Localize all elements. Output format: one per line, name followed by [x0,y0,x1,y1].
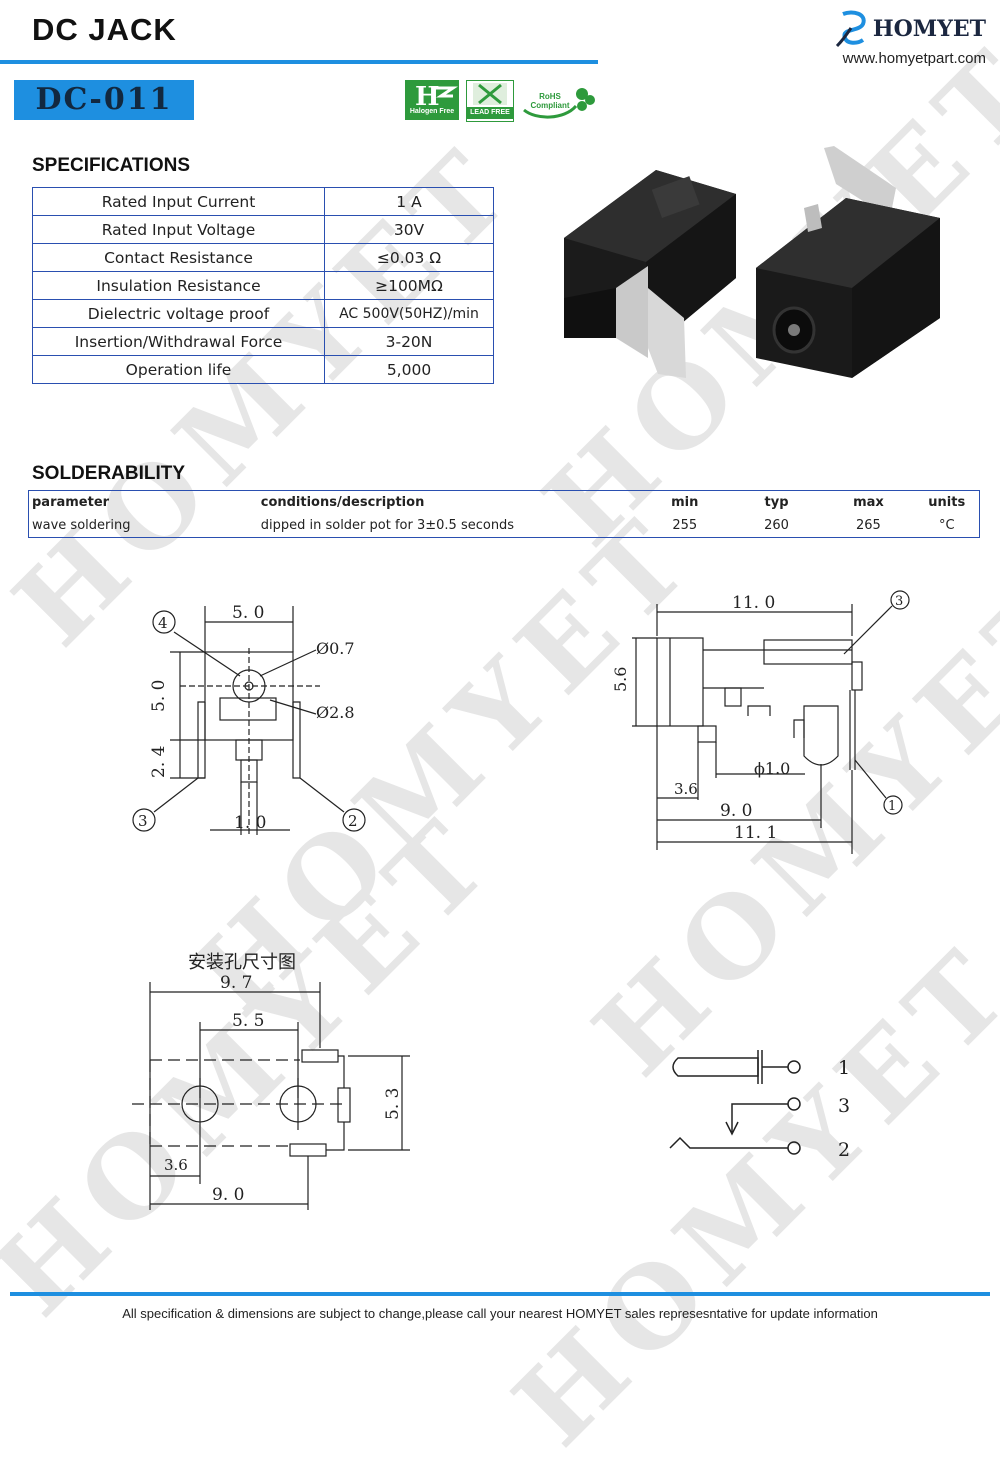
spec-value: 30V [324,215,494,244]
model-number: DC-011 [14,80,194,120]
front-view-drawing: 5. 0 5. 0 2. 4 1. 0 Ø0.7 Ø2.8 4 3 2 [132,603,366,835]
spec-row: Insulation Resistance≥100MΩ [32,271,494,300]
brand-logo-icon [835,10,866,48]
spec-value: AC 500V(50HZ)/min [324,299,494,328]
schem-pin-3: 3 [838,1095,850,1117]
spec-value: 3-20N [324,327,494,356]
watermark: HOMYET [489,919,1000,1470]
solder-cell: 255 [638,514,731,538]
dim-side-a: 3.6 [674,780,698,798]
solder-cell: dipped in solder pot for 3±0.5 seconds [257,514,639,538]
brand-name: HOMYET [872,16,986,42]
halogen-free-badge: H Halogen Free [405,80,459,120]
side-pin-3: 3 [895,594,903,609]
solder-col-header: typ [730,490,823,514]
spec-value: ≥100MΩ [324,271,494,300]
dim-side-height: 5.6 [611,667,630,692]
lead-free-icon [473,83,507,105]
spec-key: Rated Input Current [32,187,325,216]
dim-front-hole: Ø0.7 [316,639,355,658]
svg-text:H: H [415,82,440,110]
pcb-layout-drawing: 安装孔尺寸图 9. 7 5. 5 5. 3 3.6 9. 0 [132,952,410,1210]
solder-col-header: min [638,490,731,514]
rohs-label: RoHS Compliant [530,92,570,110]
lead-free-badge: LEAD FREE [466,80,514,122]
dim-side-b: 9. 0 [720,801,752,821]
solder-col-header: units [914,490,980,514]
dim-pcb-b: 9. 0 [212,1185,244,1205]
page-title: DC JACK [32,12,177,47]
solderability-heading: SOLDERABILITY [32,463,186,484]
spec-key: Insertion/Withdrawal Force [32,327,325,356]
dim-side-length: 11. 0 [732,593,775,613]
solder-cell: wave soldering [28,514,258,538]
spec-key: Insulation Resistance [32,271,325,300]
spec-key: Rated Input Voltage [32,215,325,244]
jack-top-view [564,170,736,378]
solder-cell: 260 [730,514,823,538]
schem-pin-2: 2 [838,1139,850,1161]
specifications-heading: SPECIFICATIONS [32,155,190,176]
title-divider [0,60,598,64]
dim-side-pin-dia: ϕ1.0 [754,759,790,778]
halogen-free-icon: H [415,82,458,110]
dim-pcb-height: 5. 3 [383,1088,403,1120]
pcb-layout-title: 安装孔尺寸图 [188,952,296,973]
spec-key: Dielectric voltage proof [32,299,325,328]
rohs-leaf-icon [523,88,595,119]
pin-label-4: 4 [158,614,168,632]
solder-col-header: conditions/description [257,490,639,514]
dim-front-bore: Ø2.8 [316,703,355,722]
dim-pcb-w2: 5. 5 [232,1011,264,1031]
rohs-badge: RoHS Compliant [520,80,595,120]
side-pin-1: 1 [888,799,896,814]
spec-value: 5,000 [324,355,494,384]
lead-free-label: LEAD FREE [467,107,513,119]
solder-cell: 265 [822,514,915,538]
footer-divider [10,1292,990,1296]
dim-pcb-a: 3.6 [164,1156,188,1174]
brand-url[interactable]: www.homyetpart.com [842,50,986,67]
schem-pin-1: 1 [838,1057,850,1079]
pin-label-2: 2 [348,812,358,830]
brand-block: HOMYET www.homyetpart.com [833,10,986,67]
jack-front-view [756,146,940,378]
spec-value: ≤0.03 Ω [324,243,494,272]
dim-front-height: 5. 0 [149,680,169,712]
halogen-free-label: Halogen Free [409,108,455,115]
spec-key: Contact Resistance [32,243,325,272]
spec-key: Operation life [32,355,325,384]
dim-front-pin: 1. 0 [234,813,266,833]
dim-side-c: 11. 1 [734,823,777,843]
solder-cell: °C [914,514,980,538]
solder-col-header: max [822,490,915,514]
solder-col-header: parameter [28,490,258,514]
dim-front-height2: 2. 4 [149,746,169,778]
side-view-drawing: 11. 0 5.6 3.6 9. 0 11. 1 ϕ1.0 3 1 [611,590,910,854]
pin-label-3: 3 [138,812,148,830]
spec-row: Contact Resistance≤0.03 Ω [32,243,494,272]
footer-disclaimer: All specification & dimensions are subje… [122,1306,878,1321]
spec-value: 1 A [324,187,494,216]
dim-front-width: 5. 0 [232,603,264,623]
product-photo [564,146,940,378]
dim-pcb-w1: 9. 7 [220,973,252,993]
schematic-drawing: 1 3 2 [669,1050,850,1161]
